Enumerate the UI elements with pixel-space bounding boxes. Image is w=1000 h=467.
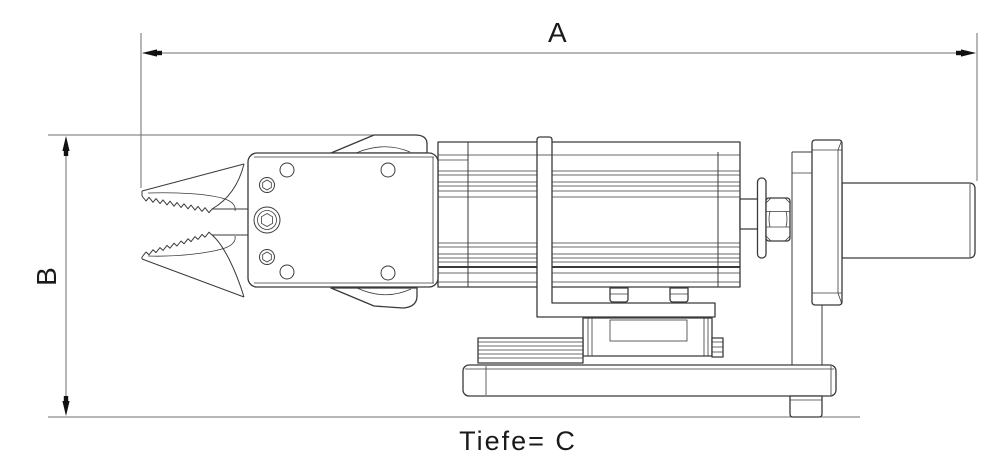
cylinder-body [437,141,741,288]
stand-plate [811,139,843,306]
clip-tab [609,287,629,303]
corner-bolt-icon [380,265,396,281]
clip-tab [669,287,689,303]
top-jaw-serration [141,195,213,214]
dim-label-b: B [31,266,62,286]
rear-stub [841,182,976,259]
corner-bolt-icon [380,162,396,178]
mounting-strap-bracket [536,136,716,318]
linkage-wings [330,134,428,309]
piston-rod-nut [739,177,791,259]
arrowhead-down [62,401,70,416]
vibration-mount [477,287,724,364]
dimension-a [140,33,978,188]
corner-bolt-icon [279,162,295,178]
dim-label-a: A [548,17,568,48]
hex-nut [765,197,791,242]
foot-block [789,395,823,418]
depth-note-label: Tiefe= C [459,426,577,456]
base-plate [462,364,837,397]
head-block [247,152,439,288]
gripper-device [141,134,976,418]
arrowhead-up [62,136,70,151]
washer-disc [756,177,767,259]
arrowhead-right [961,49,976,57]
hex-bolt-icon [259,177,275,193]
stand-column [791,151,823,365]
center-pivot-bolt-icon [253,206,281,234]
arrowhead-left [142,49,157,57]
ribbed-spacer-right [711,337,724,358]
corner-bolt-icon [279,264,295,280]
hex-bolt-icon [259,249,275,265]
gripper-jaws [141,163,248,298]
dimension-b [48,134,860,418]
bottom-jaw-serration [141,231,213,258]
